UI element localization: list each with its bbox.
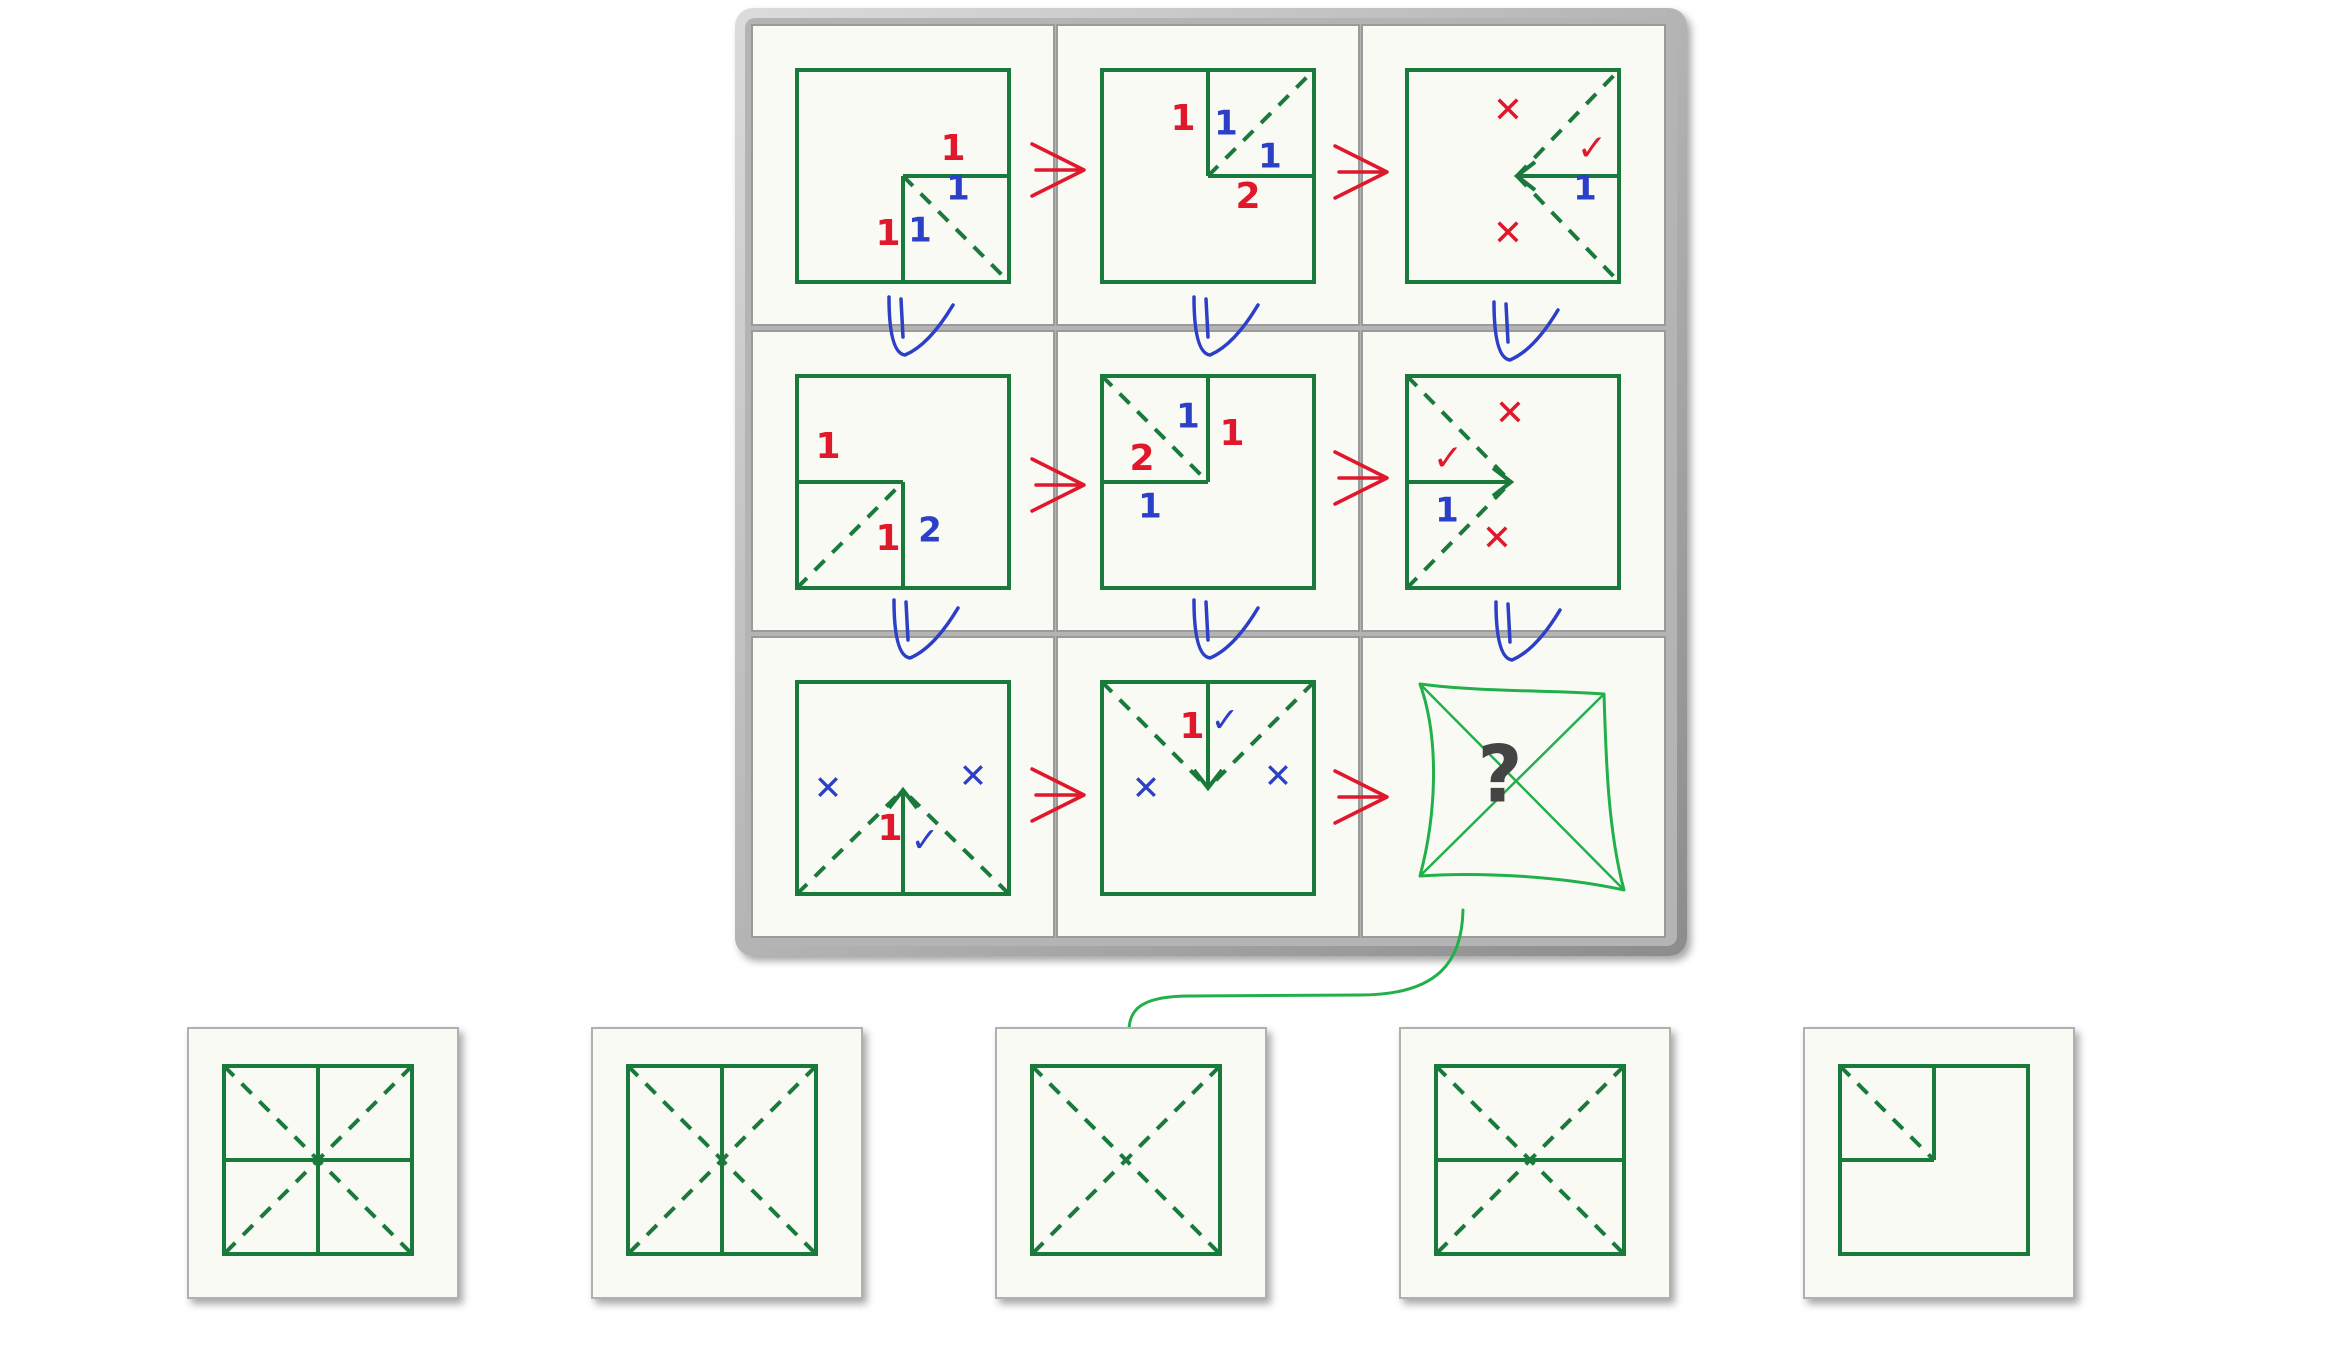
annotation-blue: 1 bbox=[1214, 104, 1238, 144]
question-mark: ? bbox=[1477, 730, 1522, 820]
annotation-red: ✓ bbox=[1433, 438, 1463, 479]
annotation-blue: 1 bbox=[1258, 137, 1282, 177]
transition-arrow-down bbox=[892, 598, 960, 660]
matrix-cell-r2c3 bbox=[1361, 330, 1666, 632]
transition-arrow-down bbox=[1492, 300, 1560, 362]
annotation-red: 1 bbox=[1179, 706, 1204, 747]
answer-sketch-diagonals bbox=[1418, 682, 1626, 892]
transition-arrow-right bbox=[1333, 450, 1389, 506]
annotation-blue: 1 bbox=[1138, 487, 1162, 527]
matrix-cell-r3c1 bbox=[751, 636, 1055, 938]
matrix-cell-r1c1 bbox=[751, 24, 1055, 326]
transition-arrow-down bbox=[1192, 598, 1260, 660]
matrix-cell-r1c3 bbox=[1361, 24, 1666, 326]
transition-arrow-right bbox=[1333, 769, 1389, 825]
answer-option-1[interactable] bbox=[187, 1027, 459, 1299]
annotation-blue: 1 bbox=[946, 169, 970, 209]
annotation-red: 1 bbox=[1170, 98, 1195, 139]
transition-arrow-right bbox=[1030, 142, 1086, 198]
annotation-red: 1 bbox=[940, 128, 965, 169]
answer-connector-line bbox=[1127, 908, 1465, 1036]
matrix-cell-r1c2 bbox=[1056, 24, 1360, 326]
annotation-red: ✕ bbox=[1482, 518, 1512, 559]
annotation-red: 1 bbox=[815, 426, 840, 467]
answer-option-4[interactable] bbox=[1399, 1027, 1671, 1299]
annotation-red: 2 bbox=[1235, 176, 1260, 217]
annotation-red: 1 bbox=[1219, 413, 1244, 454]
annotation-red: ✕ bbox=[1493, 213, 1523, 254]
option-diagonal bbox=[1434, 1064, 1626, 1256]
answer-options bbox=[187, 1027, 2075, 1299]
annotation-red: 1 bbox=[877, 808, 902, 849]
annotation-blue: ✓ bbox=[911, 821, 940, 861]
fold-arrowhead bbox=[1192, 768, 1224, 792]
fold-arrowhead bbox=[1491, 466, 1515, 498]
annotation-blue: 1 bbox=[1435, 491, 1459, 531]
answer-option-5[interactable] bbox=[1803, 1027, 2075, 1299]
fold-arrowhead bbox=[1513, 160, 1537, 192]
answer-option-2[interactable] bbox=[591, 1027, 863, 1299]
annotation-blue: 2 bbox=[918, 511, 942, 551]
annotation-blue: ✕ bbox=[1132, 769, 1161, 809]
annotation-blue: 1 bbox=[908, 211, 932, 251]
matrix-cell-r3c3 bbox=[1361, 636, 1666, 938]
annotation-red: ✕ bbox=[1495, 393, 1525, 434]
annotation-blue: ✓ bbox=[1211, 701, 1240, 741]
transition-arrow-right bbox=[1030, 767, 1086, 823]
annotation-blue: ✕ bbox=[1264, 757, 1293, 797]
matrix-cell-r2c1 bbox=[751, 330, 1055, 632]
fold-arrowhead bbox=[887, 786, 919, 810]
matrix-cell-r2c2 bbox=[1056, 330, 1360, 632]
annotation-blue: ✕ bbox=[959, 757, 988, 797]
transition-arrow-right bbox=[1333, 144, 1389, 200]
answer-option-3[interactable] bbox=[995, 1027, 1267, 1299]
annotation-red: ✕ bbox=[1493, 90, 1523, 131]
option-figure-outline bbox=[1030, 1064, 1222, 1256]
annotation-red: 2 bbox=[1129, 438, 1154, 479]
annotation-blue: 1 bbox=[1176, 397, 1200, 437]
annotation-blue: 1 bbox=[1573, 169, 1597, 209]
option-diagonal bbox=[626, 1064, 818, 1256]
option-diagonal bbox=[1838, 1064, 1936, 1162]
matrix-cell-r3c2 bbox=[1056, 636, 1360, 938]
transition-arrow-down bbox=[1494, 600, 1562, 662]
annotation-red: ✓ bbox=[1577, 128, 1607, 169]
transition-arrow-down bbox=[887, 295, 955, 357]
annotation-red: 1 bbox=[875, 518, 900, 559]
cell-background bbox=[1361, 636, 1666, 938]
annotation-blue: ✕ bbox=[814, 769, 843, 809]
annotation-red: 1 bbox=[875, 213, 900, 254]
puzzle-matrix bbox=[735, 8, 1687, 956]
transition-arrow-down bbox=[1192, 295, 1260, 357]
option-diagonal bbox=[222, 1064, 414, 1256]
transition-arrow-right bbox=[1030, 457, 1086, 513]
option-diagonal bbox=[1030, 1064, 1222, 1256]
